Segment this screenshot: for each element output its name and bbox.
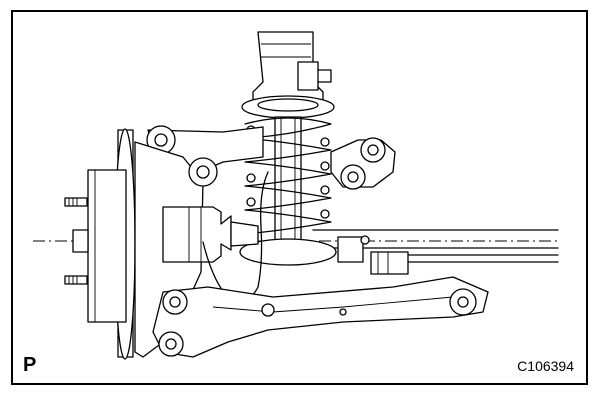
wheel-hub (64, 128, 136, 360)
diagram-frame: P C106394 (11, 10, 588, 385)
sensor-wire (202, 171, 269, 301)
figure-code: C106394 (517, 358, 574, 374)
lower-spring-seat (239, 238, 337, 266)
drive-shaft-boot (162, 206, 259, 263)
rear-suspension-drawing (33, 31, 559, 360)
panel-label: P (23, 354, 37, 376)
lower-arm (152, 276, 489, 358)
stabilizer-link (337, 235, 409, 275)
